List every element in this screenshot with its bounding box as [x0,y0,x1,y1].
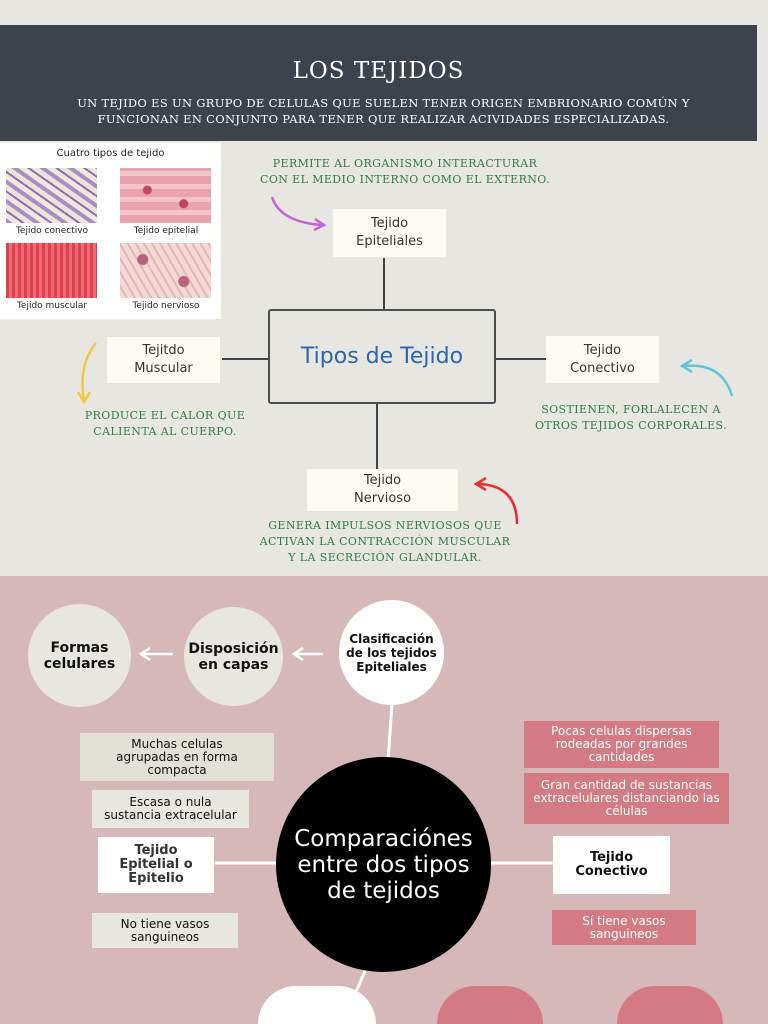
circle-bottom-pink-1 [437,986,543,1024]
page-subtitle: UN TEJIDO ES UN GRUPO DE CELULAS QUE SUE… [77,96,690,126]
circle-bottom-white [258,986,376,1024]
tissue-label-epitelial: Tejido epitelial [133,226,199,236]
page-title: LOS TEJIDOS [292,58,465,84]
circle-clasificacion: Clasificación de los tejidos Epiteliales [339,600,444,705]
arrow-cyan [683,364,734,397]
arrow-purple-head [313,217,327,232]
right-item-sustancias: Gran cantidad de sustancias extracelular… [524,773,729,824]
arrow-red-head [473,476,487,492]
note-conectivo: SOSTIENEN, FORLALECEN A OTROS TEJIDOS CO… [534,403,727,432]
circle-disposicion-capas: Disposición en capas [184,607,283,706]
header-banner: LOS TEJIDOS UN TEJIDO ES UN GRUPO DE CEL… [0,25,757,141]
tissue-label-nervioso: Tejido nervioso [132,301,200,311]
arrow-yellow-head [76,391,92,405]
circle-comparaciones: Comparaciónes entre dos tipos de tejidos [276,757,491,972]
left-item-tejido-epitelial: Tejido Epitelial o Epitelio [98,837,214,893]
tissue-image-conectivo [6,168,97,223]
right-item-vasos: Sí tiene vasos sanguineos [552,910,696,945]
tissue-label-muscular: Tejido muscular [16,301,88,311]
left-item-vasos: No tiene vasos sanguineos [92,913,238,948]
tissue-image-nervioso [120,243,211,298]
map-connectors [76,196,734,525]
right-item-tejido-conectivo: Tejido Conectivo [553,836,670,894]
tissue-image-muscular [6,243,97,298]
node-tipos-de-tejido: Tipos de Tejido [268,309,496,404]
note-epitelial: PERMITE AL ORGANISMO INTERACTURAR CON EL… [260,157,550,186]
arrow-purple [270,196,323,227]
right-item-pocas-celulas: Pocas celulas dispersas rodeadas por gra… [524,721,719,768]
comparison-connectors [138,646,553,1007]
left-item-celulas: Muchas celulas agrupadas en forma compac… [80,733,274,781]
tissue-label-conectivo: Tejido conectivo [15,226,89,236]
node-tejido-epitelial: Tejido Epiteliales [333,209,446,257]
photo-title: Cuatro tipos de tejido [56,148,165,159]
circle-bottom-pink-2 [617,986,723,1024]
connector-clasificacion [386,703,394,762]
left-item-sustancia: Escasa o nula sustancia extracelular [92,790,249,828]
tissue-photo-panel: Cuatro tipos de tejido Tejido conectivo … [0,143,221,319]
node-tejido-conectivo: Tejido Conectivo [546,336,659,383]
circle-formas-celulares: Formas celulares [28,604,131,707]
arrow-red [477,482,519,525]
node-tejido-nervioso: Tejido Nervioso [307,469,458,511]
note-muscular: PRODUCE EL CALOR QUE CALIENTA AL CUERPO. [84,409,246,438]
note-nervioso: GENERA IMPULSOS NERVIOSOS QUE ACTIVAN LA… [259,519,511,564]
arrow-yellow [81,342,97,401]
tissue-image-epitelial [120,168,211,223]
node-tejido-muscular: Tejitdo Muscular [107,337,220,383]
arrow-cyan-head [679,358,693,374]
